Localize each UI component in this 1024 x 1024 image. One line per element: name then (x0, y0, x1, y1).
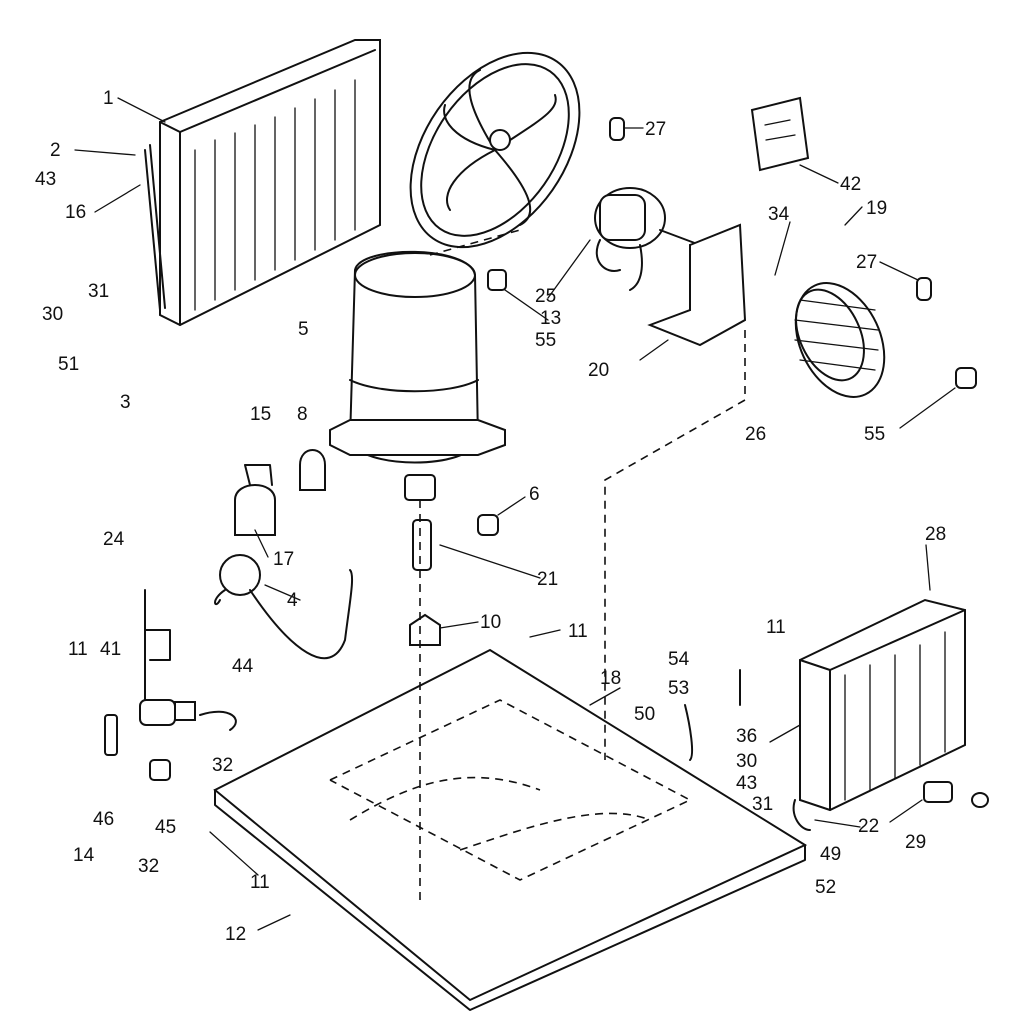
callout-51: 51 (58, 354, 79, 375)
callout-31: 31 (88, 281, 109, 302)
callout-27-right: 27 (856, 252, 877, 273)
base-pan (213, 648, 808, 1011)
callout-30-right: 30 (736, 751, 757, 772)
callout-32-lower: 32 (138, 856, 159, 877)
callout-55-left: 55 (535, 330, 556, 351)
callout-34: 34 (768, 204, 790, 225)
mounting-parts (409, 514, 499, 646)
callout-11-right: 11 (766, 617, 786, 638)
compressor (329, 250, 506, 501)
callout-4: 4 (287, 590, 298, 611)
callout-6: 6 (529, 484, 540, 505)
callout-43: 43 (35, 169, 56, 190)
callout-44: 44 (232, 656, 254, 677)
callout-1: 1 (103, 88, 114, 109)
callout-36: 36 (736, 726, 757, 747)
callout-2: 2 (50, 140, 61, 161)
callout-49: 49 (820, 844, 841, 865)
condenser-coil (144, 39, 381, 327)
callout-19: 19 (866, 198, 887, 219)
callout-46: 46 (93, 809, 114, 830)
callout-8: 8 (297, 404, 308, 425)
fan-blade (409, 51, 581, 249)
callout-20: 20 (588, 360, 609, 381)
callout-22: 22 (858, 816, 879, 837)
callout-25: 25 (535, 286, 556, 307)
evaporator-coil (799, 598, 966, 812)
assembly-leaders (419, 229, 746, 900)
callout-14: 14 (73, 845, 95, 866)
callout-11-bottom: 11 (250, 872, 270, 893)
callout-24: 24 (103, 529, 125, 550)
callout-3: 3 (120, 392, 131, 413)
callout-26: 26 (745, 424, 766, 445)
callout-18: 18 (600, 668, 621, 689)
callout-21: 21 (537, 569, 558, 590)
fittings (487, 117, 989, 831)
callout-52: 52 (815, 877, 836, 898)
callout-50: 50 (634, 704, 655, 725)
callout-27-top: 27 (645, 119, 666, 140)
callout-42: 42 (840, 174, 861, 195)
callout-55-right: 55 (864, 424, 885, 445)
callout-arrows (74, 97, 956, 931)
fan-motor (594, 187, 701, 291)
expansion-valve (104, 589, 237, 781)
callout-53: 53 (668, 678, 689, 699)
callout-10: 10 (480, 612, 501, 633)
callout-28: 28 (925, 524, 946, 545)
callout-12: 12 (225, 924, 246, 945)
callout-16: 16 (65, 202, 86, 223)
callout-17: 17 (273, 549, 294, 570)
tubing (214, 554, 354, 660)
callout-11-center: 11 (568, 621, 588, 642)
callout-54: 54 (668, 649, 690, 670)
motor-bracket (647, 223, 747, 347)
callout-29: 29 (905, 832, 926, 853)
callout-45: 45 (155, 817, 176, 838)
callout-5: 5 (298, 319, 309, 340)
blower-wheel (794, 282, 886, 398)
callout-13: 13 (540, 308, 561, 329)
callout-15: 15 (250, 404, 271, 425)
callout-32-upper: 32 (212, 755, 233, 776)
callout-labels: 1 2 43 16 30 31 51 3 5 27 42 19 34 27 25… (35, 88, 946, 945)
callout-41: 41 (100, 639, 121, 660)
callout-30: 30 (42, 304, 63, 325)
callout-43-right: 43 (736, 773, 757, 794)
callout-31-right: 31 (752, 794, 773, 815)
capacitor (234, 449, 326, 536)
callout-11-left: 11 (68, 639, 88, 660)
filter (750, 96, 810, 172)
